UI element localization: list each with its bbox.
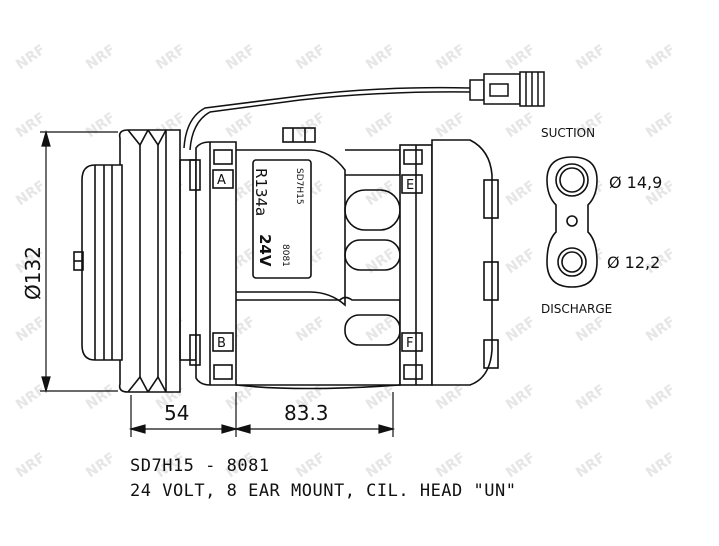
description-caption: 24 VOLT, 8 EAR MOUNT, CIL. HEAD "UN" <box>130 481 517 501</box>
nrf-logo-watermark: NRF <box>83 110 118 141</box>
nrf-logo-watermark: NRF <box>643 42 678 73</box>
nrf-logo-watermark: NRF <box>293 110 328 141</box>
nrf-logo-watermark: NRF <box>13 450 48 481</box>
nrf-logo-watermark: NRF <box>433 450 468 481</box>
nrf-logo-watermark: NRF <box>573 42 608 73</box>
nrf-logo-watermark: NRF <box>573 314 608 345</box>
nrf-logo-watermark: NRF <box>83 382 118 413</box>
nrf-logo-watermark: NRF <box>503 246 538 277</box>
label-refrigerant: R134a <box>252 168 270 216</box>
body-letter-f: F <box>406 336 413 351</box>
nrf-logo-watermark: NRF <box>643 110 678 141</box>
nrf-logo-watermark: NRF <box>13 382 48 413</box>
nrf-logo-watermark: NRF <box>153 42 188 73</box>
nrf-logo-watermark: NRF <box>293 42 328 73</box>
compressor-body <box>189 127 499 390</box>
nrf-logo-watermark: NRF <box>503 314 538 345</box>
port-labels: SUCTION Ø 14,9 Ø 12,2 DISCHARGE <box>541 126 662 316</box>
label-plate-text: SD7H15 R134a 24V 8081 <box>252 168 304 267</box>
nrf-logo-watermark: NRF <box>363 450 398 481</box>
body-letters: A B E F <box>217 173 414 351</box>
nrf-logo-watermark: NRF <box>643 314 678 345</box>
nrf-logo-watermark: NRF <box>293 314 328 345</box>
discharge-diameter: Ø 12,2 <box>607 253 660 272</box>
pulley <box>73 129 197 393</box>
height-dimension: Ø132 <box>21 246 45 300</box>
nrf-logo-watermark: NRF <box>433 42 468 73</box>
nrf-logo-watermark: NRF <box>643 382 678 413</box>
nrf-logo-watermark: NRF <box>363 246 398 277</box>
nrf-logo-watermark: NRF <box>363 314 398 345</box>
model-caption: SD7H15 - 8081 <box>130 456 270 476</box>
port-flange <box>546 156 598 288</box>
nrf-logo-watermark: NRF <box>643 450 678 481</box>
nrf-logo-watermark: NRF <box>13 178 48 209</box>
electrical-connector <box>183 71 545 151</box>
body-letter-b: B <box>217 336 226 351</box>
nrf-logo-watermark: NRF <box>363 42 398 73</box>
pulley-length-dimension: 54 <box>164 401 189 425</box>
nrf-logo-watermark: NRF <box>503 450 538 481</box>
nrf-logo-watermark: NRF <box>83 450 118 481</box>
nrf-logo-watermark: NRF <box>573 382 608 413</box>
nrf-logo-watermark: NRF <box>293 450 328 481</box>
nrf-logo-watermark: NRF <box>223 110 258 141</box>
body-letter-e: E <box>406 178 414 193</box>
nrf-logo-watermark: NRF <box>503 382 538 413</box>
nrf-logo-watermark: NRF <box>363 178 398 209</box>
nrf-logo-watermark: NRF <box>503 42 538 73</box>
suction-diameter: Ø 14,9 <box>609 173 662 192</box>
suction-label: SUCTION <box>541 126 595 140</box>
label-voltage: 24V <box>256 234 274 267</box>
body-length-dimension: 83.3 <box>284 401 329 425</box>
nrf-logo-watermark: NRF <box>433 110 468 141</box>
discharge-label: DISCHARGE <box>541 302 612 316</box>
nrf-logo-watermark: NRF <box>363 110 398 141</box>
nrf-logo-watermark: NRF <box>223 42 258 73</box>
body-letter-a: A <box>217 173 226 188</box>
label-code: 8081 <box>280 244 290 267</box>
nrf-logo-watermark: NRF <box>433 382 468 413</box>
nrf-logo-watermark: NRF <box>13 314 48 345</box>
label-model: SD7H15 <box>294 168 304 205</box>
nrf-logo-watermark: NRF <box>13 110 48 141</box>
nrf-logo-watermark: NRF <box>573 450 608 481</box>
nrf-logo-watermark: NRF <box>503 178 538 209</box>
nrf-logo-watermark: NRF <box>83 42 118 73</box>
dimension-labels: Ø132 54 83.3 <box>21 246 329 425</box>
nrf-logo-watermark: NRF <box>13 42 48 73</box>
dimension-lines <box>40 129 396 437</box>
nrf-logo-watermark: NRF <box>503 110 538 141</box>
